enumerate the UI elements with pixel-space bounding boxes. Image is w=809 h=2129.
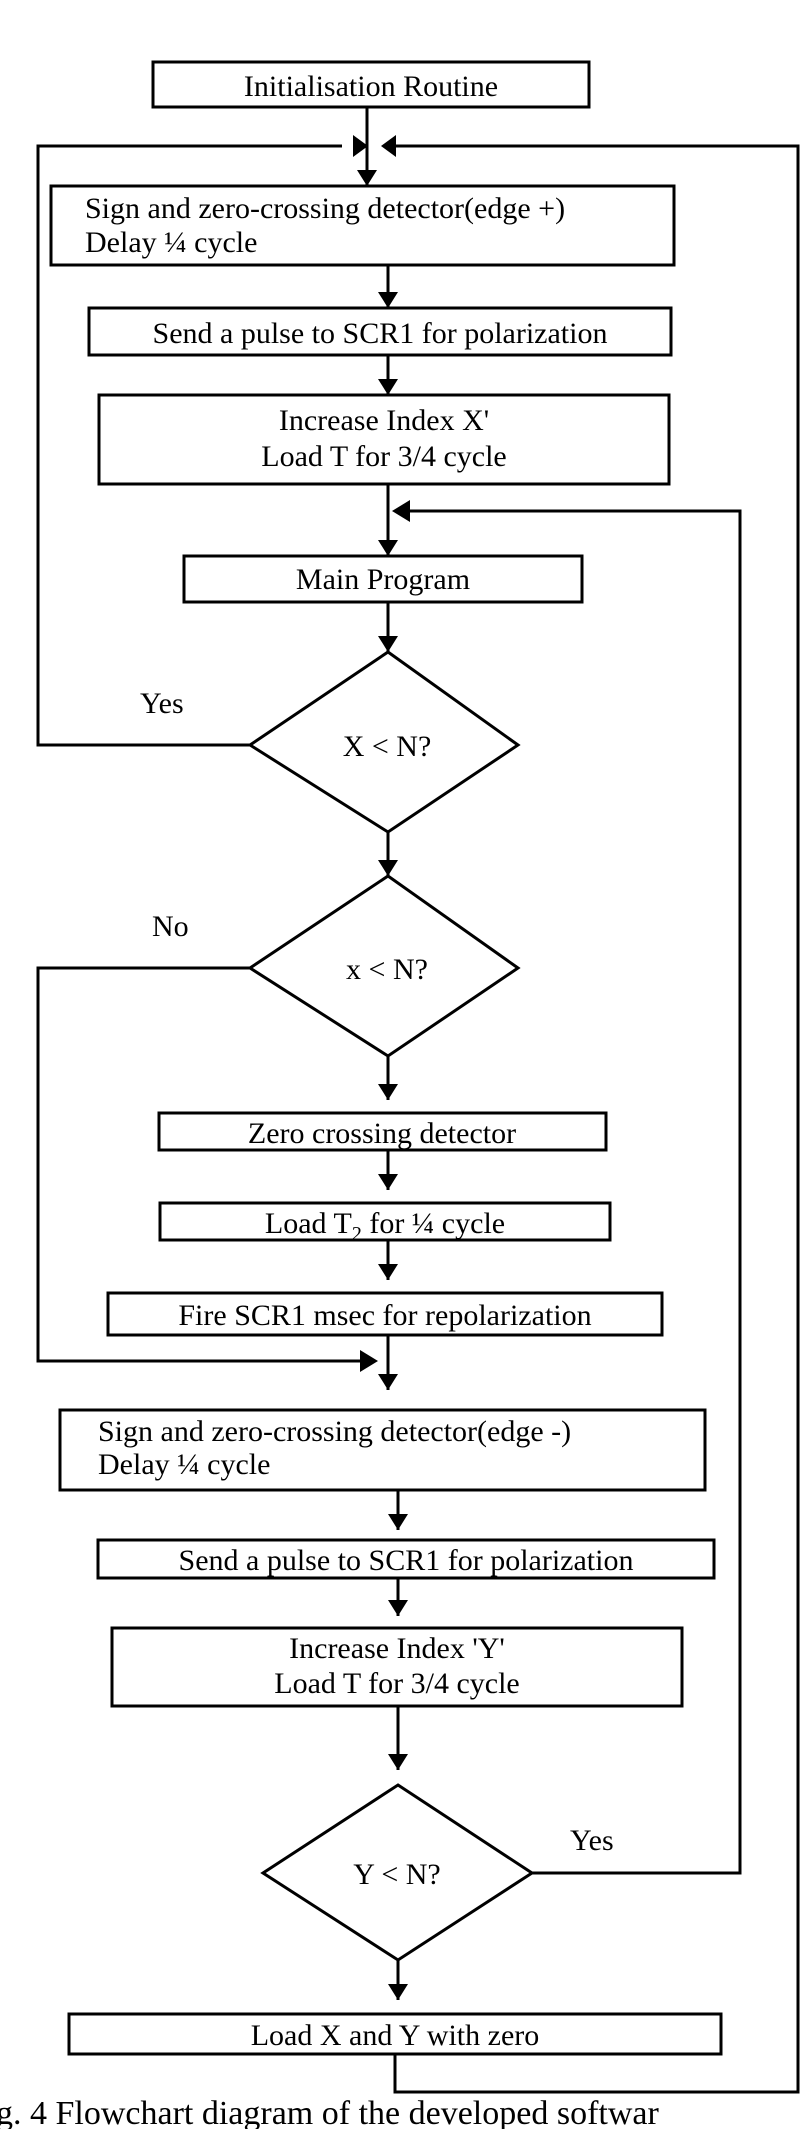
- edge-loadxy-loop-back: [392, 144, 800, 2094]
- edge-dec2-no-label: No: [152, 910, 189, 943]
- arrow-into-incy: [388, 1600, 408, 1616]
- arrow-into-detect-neg: [378, 1374, 398, 1390]
- arrow-into-pulse1: [378, 292, 398, 308]
- node-detect-neg-line1: Sign and zero-crossing detector(edge -): [98, 1415, 571, 1448]
- node-loadt2-text-b: for ¼ cycle: [362, 1207, 505, 1240]
- node-loadxy-box: [67, 2012, 723, 2056]
- arrow-into-merge-from-left: [353, 135, 368, 157]
- edge-dec1-yes-label: Yes: [140, 687, 184, 720]
- edge-dec3-yes-loop: [408, 509, 742, 1875]
- arrow-into-dec2: [378, 860, 398, 876]
- node-zero-box: [157, 1111, 608, 1152]
- node-incy-line2: Load T for 3/4 cycle: [274, 1667, 519, 1700]
- node-incy-line1: Increase Index 'Y': [289, 1632, 505, 1665]
- node-dec1-diamond: [247, 650, 521, 834]
- edge-dec1-yes-loop: [36, 144, 342, 747]
- arrow-into-loadt2: [378, 1174, 398, 1190]
- node-detect-pos-box: [49, 184, 676, 267]
- node-detect-neg-line2: Delay ¼ cycle: [98, 1448, 270, 1481]
- node-incx-box: [97, 393, 671, 486]
- node-detect-pos-line1: Sign and zero-crossing detector(edge +): [85, 192, 565, 225]
- node-init-label: Initialisation Routine: [244, 70, 498, 103]
- node-detect-pos-line2: Delay ¼ cycle: [85, 226, 257, 259]
- node-incy-box: [110, 1626, 684, 1708]
- node-incx-line1: Increase Index X': [279, 404, 489, 437]
- figure-caption: g. 4 Flowchart diagram of the developed …: [0, 2095, 659, 2129]
- node-loadt2-subscript: 2: [352, 1223, 362, 1245]
- node-dec1-label: X < N?: [343, 730, 432, 763]
- arrow-into-main: [378, 540, 398, 556]
- node-incx-line2: Load T for 3/4 cycle: [261, 440, 506, 473]
- arrow-into-incx: [378, 379, 398, 395]
- arrow-into-fire: [378, 1264, 398, 1280]
- arrow-into-zero: [378, 1084, 398, 1100]
- node-loadt2-text-a: Load T: [265, 1207, 352, 1240]
- arrow-into-dec1: [378, 636, 398, 652]
- arrow-into-merge2-from-left: [360, 1350, 378, 1372]
- node-main-label: Main Program: [296, 563, 470, 596]
- node-dec2-diamond: [247, 874, 521, 1058]
- node-loadt2-label: Load T2 for ¼ cycle: [265, 1207, 505, 1245]
- arrow-into-main-loop: [392, 500, 410, 522]
- node-fire-label: Fire SCR1 msec for repolarization: [178, 1299, 591, 1332]
- node-main-box: [182, 554, 584, 604]
- edge-dec2-no-loop: [36, 966, 372, 1363]
- edge-dec3-yes-label: Yes: [570, 1824, 614, 1857]
- arrow-into-merge-from-right: [381, 135, 396, 157]
- arrow-into-pulse2: [388, 1514, 408, 1530]
- arrowheads: [353, 135, 410, 2000]
- arrow-into-dec3: [388, 1754, 408, 1770]
- node-dec3-diamond: [260, 1783, 535, 1962]
- node-dec3-label: Y < N?: [353, 1858, 440, 1891]
- node-dec2-label: x < N?: [346, 953, 428, 986]
- node-init-box: [151, 60, 591, 109]
- node-zero-label: Zero crossing detector: [248, 1117, 516, 1150]
- node-pulse1-label: Send a pulse to SCR1 for polarization: [153, 317, 608, 350]
- node-loadt2-box: [158, 1201, 612, 1242]
- node-detect-neg-box: [58, 1408, 707, 1492]
- node-fire-box: [106, 1291, 664, 1337]
- node-pulse1-box: [87, 306, 673, 357]
- node-loadxy-label: Load X and Y with zero: [251, 2019, 540, 2052]
- node-pulse2-box: [96, 1538, 716, 1580]
- arrow-into-loadxy: [388, 1984, 408, 2000]
- node-pulse2-label: Send a pulse to SCR1 for polarization: [179, 1544, 634, 1577]
- arrow-into-merge-down: [357, 170, 377, 186]
